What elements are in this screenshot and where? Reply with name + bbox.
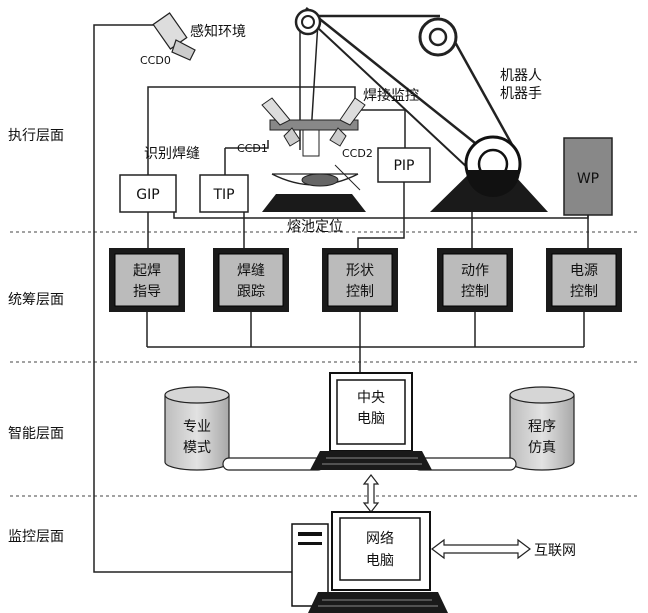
layer-label-coordination: 统筹层面: [8, 291, 64, 308]
weld-monitor-label: 焊接监控: [363, 87, 419, 104]
seam-recognition-label: 识别焊缝: [144, 146, 200, 162]
control-box-motion-control: 动作 控制: [437, 248, 513, 312]
gip-label: GIP: [136, 187, 159, 203]
control-box-start-guide: 起焊 指导: [109, 248, 185, 312]
tip-label: TIP: [212, 187, 234, 203]
central-computer-label-line2: 电脑: [357, 411, 385, 427]
execution-top-bus: [147, 86, 356, 175]
vertical-double-arrow-icon: [362, 474, 380, 513]
control-label: 控制: [346, 284, 374, 300]
wp-box: [563, 137, 613, 216]
ccd0-caption: 感知环境: [190, 23, 246, 40]
horizontal-double-arrow-icon: [431, 538, 531, 560]
robot-label-line1: 机器人: [500, 68, 542, 84]
network-computer-label-line2: 电脑: [366, 553, 394, 569]
pip-label: PIP: [393, 158, 414, 174]
internet-label: 互联网: [534, 543, 576, 559]
control-box-seam-tracking: 焊缝 跟踪: [213, 248, 289, 312]
ccd2-label: CCD2: [342, 147, 373, 160]
layer-label-execution: 执行层面: [8, 128, 64, 144]
control-label: 焊缝: [237, 263, 265, 279]
control-box-power-control: 电源 控制: [546, 248, 622, 312]
pip-to-control-line: [357, 182, 405, 248]
db-right-label-line1: 程序: [528, 419, 556, 435]
ccd1-label: CCD1: [237, 142, 268, 155]
db-left-label-line2: 模式: [183, 440, 211, 456]
control-label: 控制: [461, 284, 489, 300]
pip-box: [377, 147, 431, 183]
pool-positioning-label: 熔池定位: [287, 219, 343, 235]
welding-head-icon: [261, 97, 366, 212]
left-db-link: [222, 457, 325, 471]
db-right-label-line2: 仿真: [528, 440, 556, 456]
control-label: 起焊: [133, 263, 161, 279]
program-simulation-database-icon: [509, 386, 575, 471]
ccd0-label: CCD0: [140, 54, 171, 67]
control-box-shape-control: 形状 控制: [322, 248, 398, 312]
gip-box: [119, 174, 177, 213]
layer-label-monitoring: 监控层面: [8, 529, 64, 545]
ccd0-camera-icon: [152, 12, 196, 61]
control-label: 电源: [570, 263, 598, 279]
robot-arm-icon: [294, 7, 548, 212]
tip-link-line: [225, 140, 269, 149]
weld-monitor-line: [360, 109, 406, 148]
tip-box: [199, 174, 249, 213]
central-computer-icon: [310, 372, 432, 470]
control-label: 形状: [346, 263, 374, 279]
control-label: 控制: [570, 284, 598, 300]
control-label: 跟踪: [237, 284, 265, 300]
control-label: 动作: [461, 263, 489, 279]
db-left-label-line1: 专业: [183, 419, 211, 435]
network-computer-icon: [291, 511, 448, 613]
ccd0-feedback-line: [93, 24, 292, 573]
robot-label-line2: 机器手: [500, 86, 542, 102]
wp-label: WP: [577, 171, 599, 187]
execution-lower-bus: [173, 212, 589, 219]
layer-label-intelligence: 智能层面: [8, 426, 64, 442]
central-computer-label-line1: 中央: [357, 390, 385, 406]
control-label: 指导: [133, 284, 161, 300]
network-computer-label-line1: 网络: [366, 531, 394, 547]
